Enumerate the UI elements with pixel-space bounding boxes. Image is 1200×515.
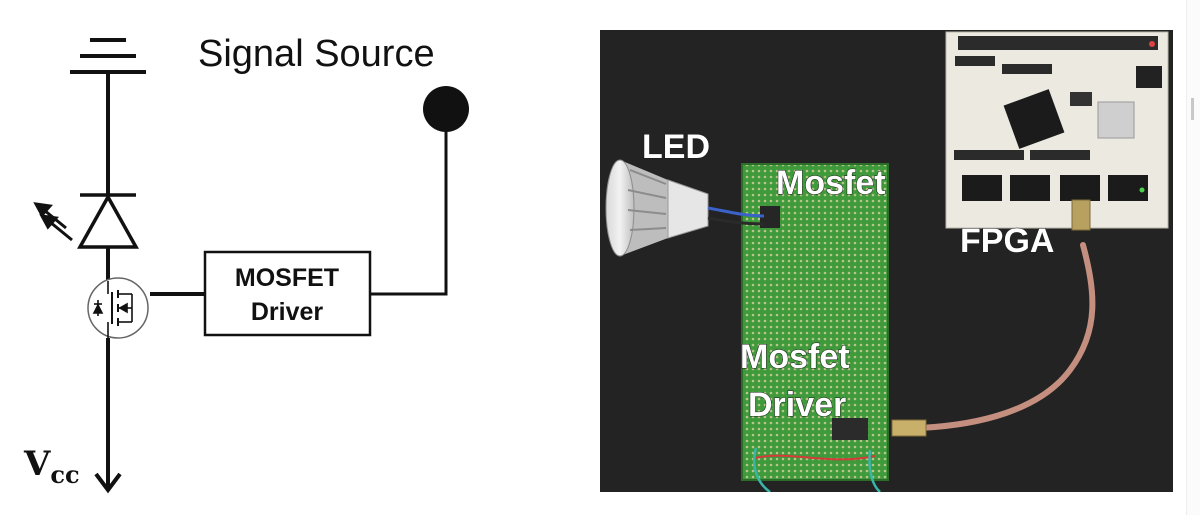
vcc-label: Vcc xyxy=(23,444,80,489)
mosfet-photo-label: Mosfet xyxy=(776,164,886,202)
led-photo-label: LED xyxy=(642,128,710,166)
mosfet-driver-photo-label-line1: Mosfet xyxy=(740,338,850,376)
hardware-photo: LED Mosfet FPGA Mosfet Driver xyxy=(600,30,1173,492)
mosfet-icon xyxy=(87,277,149,339)
circuit-schematic: MOSFET Driver Signal Source Vcc xyxy=(23,33,469,494)
right-edge-strip xyxy=(1186,0,1200,515)
led-diode-icon xyxy=(77,193,139,249)
right-edge-scroll-tick xyxy=(1191,98,1194,120)
mosfet-driver-label-line2: Driver xyxy=(251,298,324,326)
coax-cable xyxy=(917,242,1096,431)
mosfet-driver-photo-label-line2: Driver xyxy=(748,386,846,424)
mosfet-driver-label-line1: MOSFET xyxy=(235,264,339,292)
light-emission-arrows-icon xyxy=(33,202,73,242)
fpga-board xyxy=(945,31,1169,229)
led-lamp xyxy=(605,159,765,257)
vcc-arrow-icon xyxy=(94,472,122,494)
ground-icon xyxy=(70,38,146,74)
signal-source-terminal-icon xyxy=(423,86,469,132)
fpga-photo-label: FPGA xyxy=(960,222,1054,260)
wire-driver-to-signal-source xyxy=(370,125,448,296)
signal-source-label: Signal Source xyxy=(198,33,435,75)
